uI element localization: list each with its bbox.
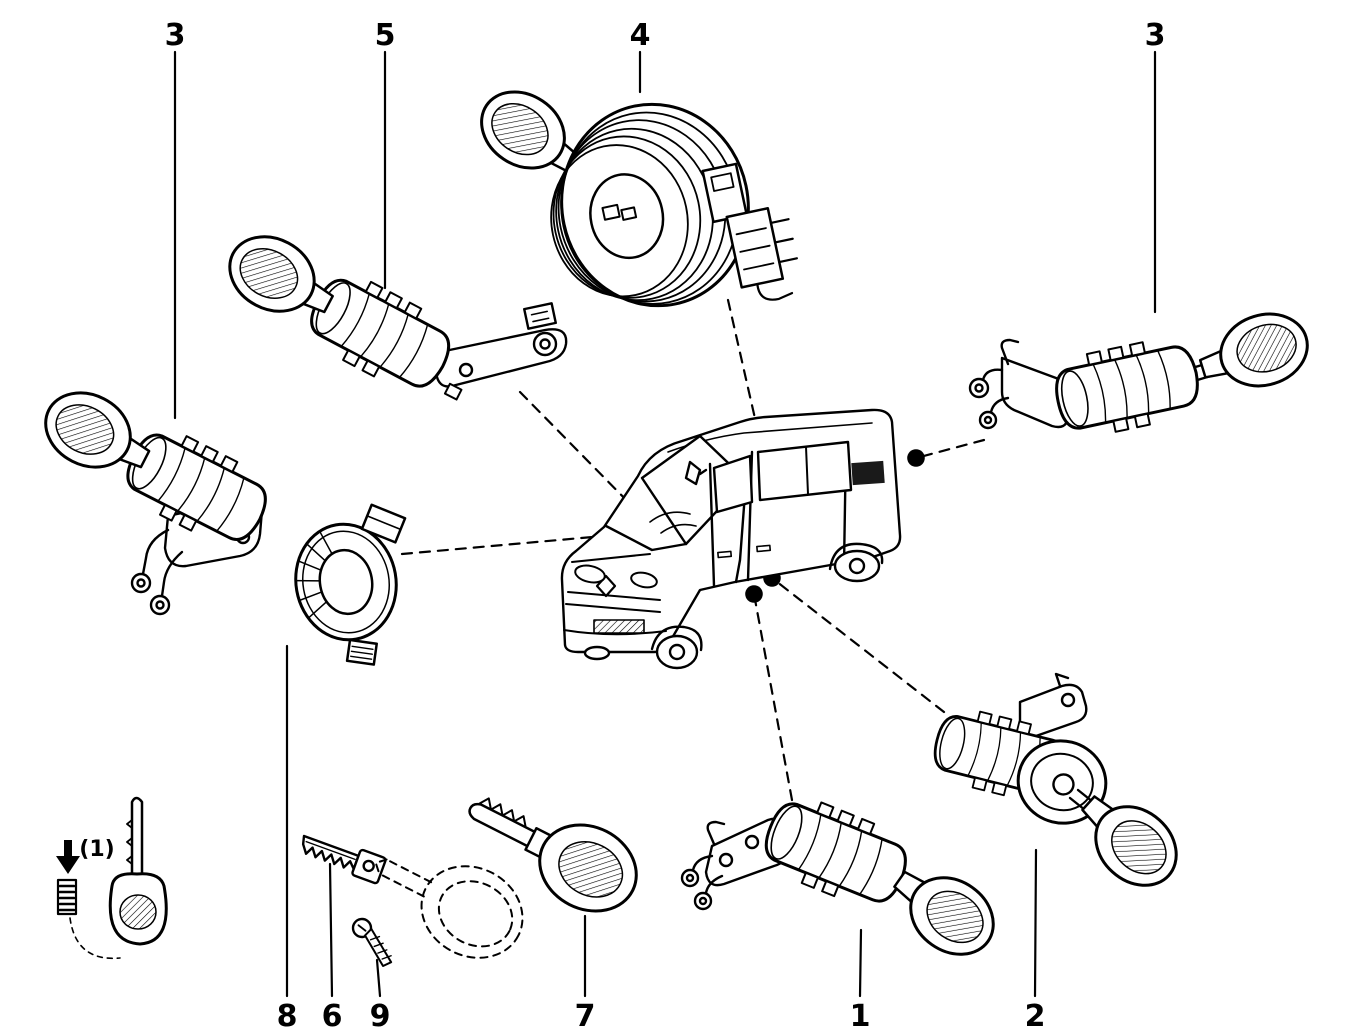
van-door-handle-sliding [756, 544, 772, 553]
part-7-ghost-outline [374, 858, 524, 959]
van-roof-line [667, 422, 873, 453]
part-5-barrel [297, 262, 464, 405]
callout-labels: 3 5 4 3 8 6 9 7 1 2 (1) [79, 18, 1165, 1033]
part-1-barrel [753, 786, 919, 919]
leader-part5-to-van [518, 390, 640, 514]
van-grille-dark [593, 619, 645, 634]
part-4-connector [701, 162, 798, 301]
part-3-left-door-lock [31, 377, 280, 616]
van-door-handle-front [717, 550, 733, 559]
part-1-door-lock [680, 786, 1010, 972]
part-2-rear-door-lock [926, 672, 1194, 903]
callout-1: 1 [850, 999, 871, 1033]
part-7-teeth [478, 797, 527, 829]
van-window-divider [805, 446, 809, 495]
van-front-door-seam [708, 462, 716, 588]
leader-part1-to-van [745, 585, 794, 802]
key-code-tag [56, 878, 78, 916]
van-headlight-right [630, 571, 658, 589]
part-6-key-blank [301, 834, 387, 885]
part-7-blade [468, 802, 540, 850]
part-8-lock-shield-ring [294, 503, 407, 666]
part-3-right-bracket [968, 338, 1070, 430]
leader-part3right-to-van [907, 438, 986, 467]
part-3-right-door-lock [968, 302, 1318, 444]
key-annotation-label: (1) [79, 837, 114, 862]
van-front-wheel-arch [650, 625, 703, 652]
van-bumper [563, 629, 667, 636]
callout-2: 2 [1025, 999, 1046, 1033]
van-cab-window [712, 454, 754, 514]
callout-4: 4 [630, 18, 651, 53]
van-side-windows [756, 440, 853, 502]
van-front-face [563, 553, 667, 636]
callout-6: 6 [322, 999, 343, 1033]
van-wipers [649, 511, 697, 534]
down-arrow-icon [56, 840, 80, 874]
part-8-tab [360, 503, 407, 544]
van-rear-hub [848, 557, 866, 575]
callout-3-left: 3 [165, 18, 186, 53]
dashed-curve [69, 917, 121, 960]
part-3-right-barrel [1048, 331, 1207, 444]
van-illustration [560, 408, 902, 670]
part-8-foot [345, 638, 378, 666]
van-front-left-wheel [583, 645, 611, 661]
master-key-note [56, 796, 168, 960]
callout-9: 9 [370, 999, 391, 1033]
leader-part8-to-van [400, 532, 628, 556]
van-rear-wheel-arch [828, 542, 884, 571]
callout-5: 5 [375, 18, 396, 53]
van-hood-line [604, 524, 688, 552]
part-9-screw [351, 917, 393, 968]
callout-7: 7 [575, 999, 596, 1033]
part-5-bracket-arm [434, 302, 568, 401]
leader-part2-to-van [763, 569, 946, 714]
callout-leader-lines [173, 50, 1157, 998]
van-rear-quarter-window [851, 460, 885, 486]
part-4-ignition-ring [465, 74, 798, 308]
part-5-lock-barrel-bracket [215, 220, 568, 405]
part-4-coil-ring [550, 102, 750, 308]
part-7-key [374, 797, 638, 959]
master-key [108, 796, 168, 946]
van-mirror [684, 460, 708, 486]
part-2-flange [1016, 739, 1108, 825]
van-front-hub [668, 643, 686, 661]
van-cab-edge [734, 478, 748, 584]
van-headlight-left [574, 564, 606, 584]
callout-8: 8 [277, 999, 298, 1033]
callout-3-right: 3 [1145, 18, 1166, 53]
part-3-right-key [1191, 302, 1318, 404]
